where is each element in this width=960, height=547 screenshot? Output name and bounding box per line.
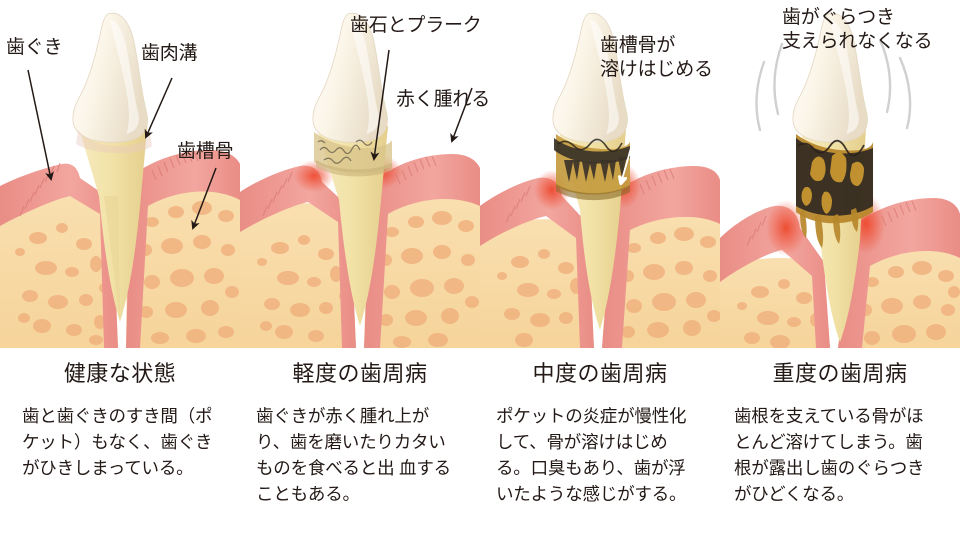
illustration-severe: [720, 0, 960, 348]
panel-moderate: 中度の歯周病 ポケットの炎症が慢性化して、骨が溶けはじめる。口臭もあり、歯が浮い…: [480, 0, 720, 547]
illustration-mild: [240, 0, 480, 348]
panel-description-moderate: ポケットの炎症が慢性化して、骨が溶けはじめる。口臭もあり、歯が浮いたような感じが…: [496, 406, 687, 504]
panel-description-mild: 歯ぐきが赤く腫れ上がり、歯を磨いたりカタいものを食べると出 血することもある。: [256, 406, 451, 504]
panel-title-severe: 重度の歯周病: [772, 361, 908, 386]
panel-title-mild: 軽度の歯周病: [292, 361, 428, 386]
panel-mild: 軽度の歯周病 歯ぐきが赤く腫れ上がり、歯を磨いたりカタいものを食べると出 血する…: [240, 0, 480, 547]
panel-title-moderate: 中度の歯周病: [532, 361, 668, 386]
panel-description-healthy: 歯と歯ぐきのすき間（ポケット）もなく、歯ぐきがひきしまっている。: [22, 406, 213, 478]
panel-healthy: 健康な状態 歯と歯ぐきのすき間（ポケット）もなく、歯ぐきがひきしまっている。: [0, 0, 240, 547]
panel-title-healthy: 健康な状態: [63, 361, 177, 386]
illustration-healthy: [0, 0, 240, 348]
panel-description-severe: 歯根を支えている骨がほとんど溶けてしまう。歯根が露出し歯のぐらつきがひどくなる。: [734, 406, 925, 504]
illustration-moderate: [480, 0, 720, 348]
panel-severe: 重度の歯周病 歯根を支えている骨がほとんど溶けてしまう。歯根が露出し歯のぐらつき…: [720, 0, 960, 547]
